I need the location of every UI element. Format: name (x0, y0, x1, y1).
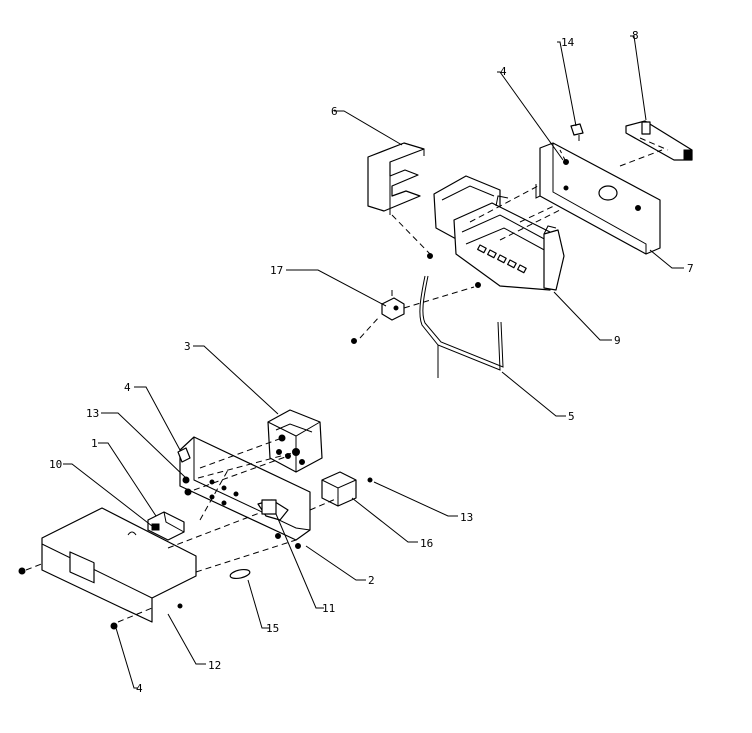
part-11-housing (179, 436, 311, 549)
callout-7: 7 (687, 262, 694, 275)
part-4-clip-lower (177, 447, 192, 496)
callout-4-upper: 4 (500, 65, 507, 78)
callout-9: 9 (614, 334, 621, 347)
part-12-front-cover (18, 507, 197, 630)
part-8-connector (625, 120, 693, 161)
mold-cavities (477, 244, 527, 274)
callout-4-bottom: 4 (136, 682, 143, 695)
callout-8: 8 (632, 29, 639, 42)
upper-assembly-lines (359, 135, 669, 339)
part-15-o-ring (229, 568, 251, 580)
callout-16: 16 (420, 537, 433, 550)
part-5-wire-harness (419, 275, 504, 378)
callout-6: 6 (331, 105, 338, 118)
part-14-clip (570, 123, 584, 136)
callout-10: 10 (49, 458, 62, 471)
part-9-ice-mold (427, 175, 565, 291)
leader-lines (63, 35, 684, 689)
part-17-bracket (351, 297, 405, 344)
callout-17: 17 (270, 264, 283, 277)
lower-assembly-lines (25, 437, 339, 623)
part-3-motor (267, 409, 323, 473)
part-7-mounting-plate (535, 142, 661, 255)
callout-1: 1 (91, 437, 98, 450)
part-1-switch-bracket (147, 511, 185, 541)
callout-12: 12 (208, 659, 221, 672)
callout-13-left: 13 (86, 407, 99, 420)
callout-11: 11 (322, 602, 335, 615)
callout-13-right: 13 (460, 511, 473, 524)
callout-15: 15 (266, 622, 279, 635)
callout-3: 3 (184, 340, 191, 353)
part-16-switch (321, 471, 373, 507)
callout-labels: 14 8 4 6 7 17 9 5 3 4 13 1 10 13 16 2 11… (49, 29, 694, 695)
callout-5: 5 (568, 410, 575, 423)
callout-4-middle: 4 (124, 381, 131, 394)
callout-2: 2 (368, 574, 375, 587)
callout-14: 14 (561, 36, 575, 49)
part-6-cover (367, 142, 425, 215)
